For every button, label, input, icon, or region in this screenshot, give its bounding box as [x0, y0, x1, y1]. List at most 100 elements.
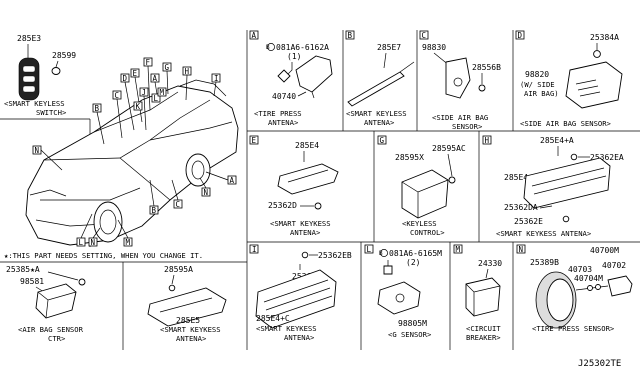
- panel-m-circuit-breaker: M 24330 <CIRCUIT BREAKER>: [453, 244, 502, 342]
- panel-b-caption-1: <SMART KEYLESS: [346, 109, 407, 118]
- svg-text:E: E: [133, 69, 138, 78]
- sensor-part-number: 98820: [525, 70, 549, 79]
- svg-text:N: N: [91, 238, 96, 247]
- svg-text:A: A: [230, 176, 235, 185]
- panel-e-caption-2: ANTENA>: [290, 228, 321, 237]
- panel-c-side-air-bag-sensor: C 98830 28556B <SIDE AIR BAG SENSOR>: [419, 30, 501, 131]
- bolt-part-number: 25385★A: [6, 265, 40, 274]
- bolt-mark-icon: [267, 43, 275, 51]
- clip-e-part-number: 25362E: [514, 217, 543, 226]
- panel-d-side-air-bag-sensor: D 25384A 98820 (W/ SIDE AIR BAG) <SIDE A…: [515, 30, 623, 128]
- sensor-part-number: 98581: [20, 277, 44, 286]
- panel-b-caption-2: ANTENA>: [364, 118, 395, 127]
- panel-i-caption-2: ANTENA>: [284, 333, 315, 342]
- panel-h-smart-keykess-antenna: H 285E4+A 25362EA 285E4+B 25362DA 25362E…: [482, 135, 624, 238]
- antenna-bracket: [277, 163, 339, 195]
- panel-d-note-2: AIR BAG): [524, 89, 559, 98]
- antenna-part-number: 285E4: [295, 141, 319, 150]
- clip-eb-part-number: 25362EB: [318, 251, 352, 260]
- callout-d: D: [120, 73, 135, 131]
- bolt-icon: [383, 265, 393, 275]
- frame-lines: [0, 30, 640, 350]
- battery-coin-cell: [51, 67, 61, 75]
- panel-letter-box: [249, 30, 259, 40]
- g-sensor-unit: [377, 281, 421, 315]
- bolt-quantity: (1): [287, 52, 301, 61]
- panel-d-caption: <SIDE AIR BAG SENSOR>: [520, 119, 612, 128]
- sensor-part-number: 40702: [602, 261, 626, 270]
- key-caption-1: <SMART KEYLESS: [4, 99, 65, 108]
- tire-pressure-sensor: [607, 275, 633, 297]
- panel-e-smart-keykess-antenna: E 285E4 25362D <SMART KEYKESS ANTENA>: [249, 135, 339, 237]
- callout-n-bottom: N: [88, 227, 101, 247]
- panel-letter: N: [519, 245, 524, 254]
- cap-part-number: 25389B: [530, 258, 559, 267]
- battery-part-number: 28599: [52, 51, 76, 60]
- svg-text:L: L: [79, 238, 84, 247]
- nut-part-number: 40703: [568, 265, 592, 274]
- svg-text:C: C: [176, 200, 181, 209]
- callout-h: H: [182, 66, 192, 101]
- valve-part-number: 40704M: [574, 274, 603, 283]
- svg-text:F: F: [146, 58, 151, 67]
- sensor-part-number: 98805M: [398, 319, 427, 328]
- ska-caption-2: ANTENA>: [176, 334, 207, 343]
- panel-m-caption-2: BREAKER>: [466, 333, 501, 342]
- key-caption-2: SWITCH>: [36, 108, 67, 117]
- panel-letter: G: [380, 136, 385, 145]
- panel-c-caption-2: SENSOR>: [452, 122, 483, 131]
- antenna-b-part-number: 285E4+B: [504, 173, 538, 182]
- svg-text:M: M: [126, 238, 131, 247]
- panel-a-tire-press-antenna: A B 081A6-6162A (1) 40740 <TIRE PRESS AN…: [249, 30, 333, 127]
- clip-icon: [314, 202, 322, 210]
- antenna-bracket: [147, 287, 227, 327]
- svg-text:B: B: [379, 250, 383, 257]
- airbag-caption-1: <AIR BAG SENSOR: [18, 325, 84, 334]
- panel-m-caption-1: <CIRCUIT: [466, 324, 501, 333]
- panel-g-caption-2: CONTROL>: [410, 228, 445, 237]
- module-part-number: 28595X: [395, 153, 424, 162]
- clip-eb-icon: [301, 251, 309, 259]
- bolt-part-number: 081A6-6165M: [389, 249, 442, 258]
- smart-key-fob: [18, 57, 40, 101]
- nut-icon: [478, 84, 486, 92]
- antenna-bar: [347, 71, 405, 107]
- screw-icon: [168, 284, 176, 292]
- panel-air-bag-sensor-ctr: 25385★A 98581 <AIR BAG SENSOR CTR>: [6, 265, 86, 343]
- panel-l-caption: <G SENSOR>: [388, 330, 432, 339]
- sensor-kit-part-number: 40700M: [590, 246, 619, 255]
- panel-n-caption: <TIRE PRESS SENSOR>: [532, 324, 615, 333]
- svg-text:C: C: [115, 91, 120, 100]
- clip-ea-icon: [570, 153, 578, 161]
- panel-letter: H: [485, 136, 490, 145]
- clip-ea-part-number: 25362EA: [590, 153, 624, 162]
- nut-part-number: 28556B: [472, 63, 501, 72]
- key-part-number: 285E3: [17, 34, 41, 43]
- car-callouts: A B C D E F G H I J K L M N A B C N L N …: [32, 57, 237, 247]
- callout-b-low: B: [149, 179, 159, 215]
- panel-letter: A: [252, 31, 257, 40]
- panel-g-keyless-control: G 28595X 28595AC <KEYLESS CONTROL>: [377, 135, 466, 237]
- callout-n-left: N: [32, 145, 63, 171]
- callout-e: E: [130, 68, 143, 123]
- antenna-part-number: 40740: [272, 92, 296, 101]
- svg-text:I: I: [214, 74, 219, 83]
- panel-g-caption-1: <KEYLESS: [402, 219, 437, 228]
- panel-letter: C: [422, 31, 427, 40]
- panel-n-tire-press-sensor: N 40700M 25389B 40703 40702 40704M <TIRE…: [516, 244, 633, 333]
- callout-c-low: C: [171, 179, 183, 209]
- svg-text:N: N: [35, 146, 40, 155]
- antenna-a-part-number: 285E4+A: [540, 136, 574, 145]
- screw-icon: [448, 176, 456, 184]
- antenna-part-number: 285E5: [176, 316, 200, 325]
- panel-e-caption-1: <SMART KEYKESS: [270, 219, 331, 228]
- breaker-part-number: 24330: [478, 259, 502, 268]
- svg-text:B: B: [152, 206, 157, 215]
- bolt-icon: [277, 69, 291, 83]
- panel-a-caption-1: <TIRE PRESS: [254, 109, 302, 118]
- panel-letter: M: [456, 245, 461, 254]
- tire-press-antenna: [295, 55, 333, 93]
- callout-g: G: [162, 62, 172, 95]
- callout-i: I: [211, 73, 221, 97]
